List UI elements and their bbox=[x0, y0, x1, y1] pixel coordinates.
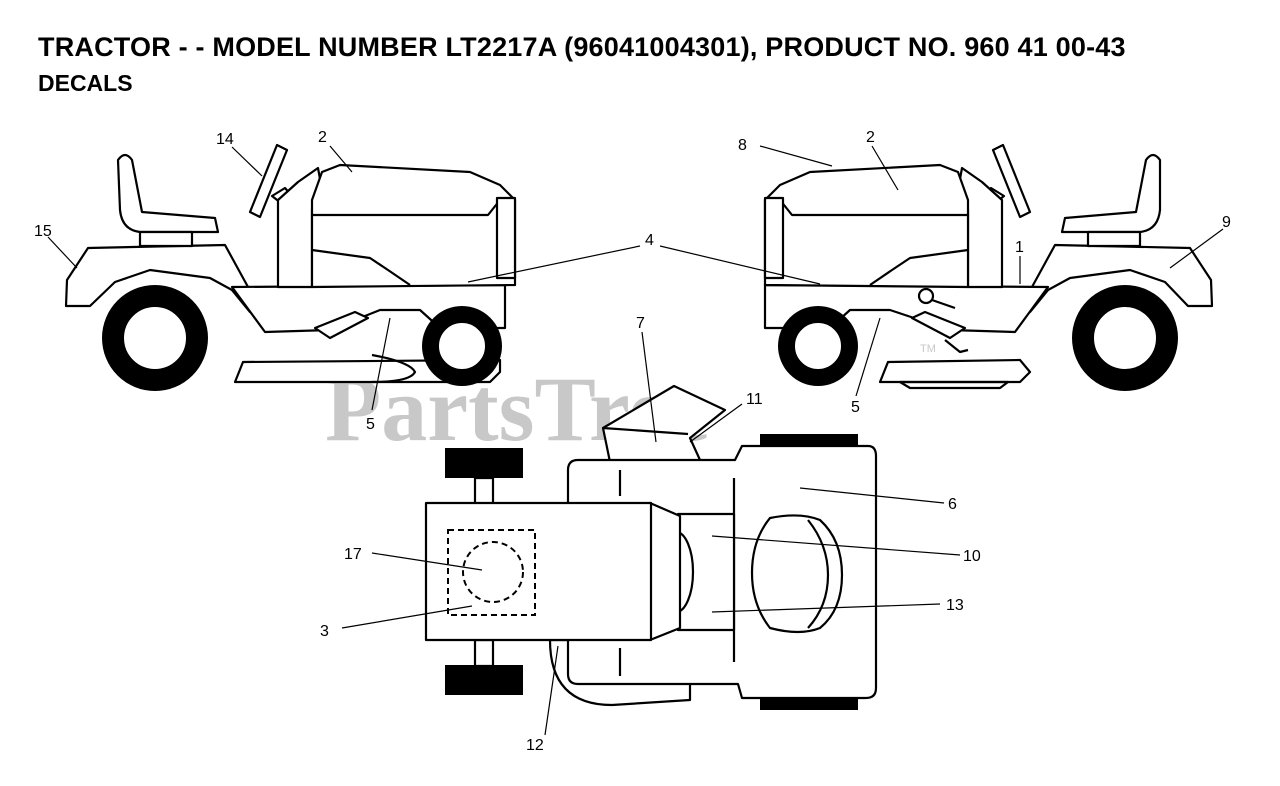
right-ignition-knob bbox=[917, 287, 935, 305]
callout-17: 17 bbox=[344, 546, 362, 563]
callout-5-left: 5 bbox=[366, 416, 375, 433]
top-front-tire-lower bbox=[445, 665, 523, 695]
left-steering-wheel bbox=[248, 143, 289, 219]
top-chute-edge bbox=[602, 426, 689, 436]
left-hood bbox=[310, 163, 517, 289]
callout-6: 6 bbox=[948, 496, 957, 513]
top-seat-back bbox=[807, 519, 830, 629]
tractor-right-side-view bbox=[763, 143, 1214, 391]
callout-2-left: 2 bbox=[318, 129, 327, 146]
callout-5-right: 5 bbox=[851, 399, 860, 416]
callout-9: 9 bbox=[1222, 214, 1231, 231]
top-fuel-cap-decal bbox=[462, 541, 524, 603]
top-hood-taper bbox=[648, 501, 682, 642]
top-hood bbox=[424, 501, 653, 642]
callout-labels: 2 14 15 4 5 5 8 2 1 9 7 11 6 10 13 17 3 … bbox=[34, 129, 1231, 754]
callout-12: 12 bbox=[526, 737, 544, 754]
left-hood-sideline bbox=[311, 248, 411, 286]
callout-2-right: 2 bbox=[866, 129, 875, 146]
tractor-left-side-view bbox=[64, 143, 517, 391]
top-axle-lower bbox=[473, 638, 495, 668]
left-seat-base bbox=[138, 230, 194, 248]
callout-10: 10 bbox=[963, 548, 981, 565]
callout-14: 14 bbox=[216, 131, 234, 148]
top-front-tire-upper bbox=[445, 448, 523, 478]
top-rear-tire-lower bbox=[760, 696, 858, 710]
callout-1: 1 bbox=[1015, 239, 1024, 256]
watermark-trademark: TM bbox=[920, 343, 936, 355]
left-grille bbox=[495, 196, 517, 280]
right-deck-linkage bbox=[944, 339, 969, 354]
top-decal-area bbox=[447, 529, 536, 616]
right-steering-wheel bbox=[991, 143, 1032, 219]
right-ignition-lever bbox=[931, 298, 956, 310]
callout-15: 15 bbox=[34, 223, 52, 240]
page-subtitle: DECALS bbox=[38, 70, 133, 96]
callout-8: 8 bbox=[738, 137, 747, 154]
right-hood-sideline bbox=[869, 248, 969, 286]
callout-13: 13 bbox=[946, 597, 964, 614]
right-hood bbox=[763, 163, 970, 289]
left-belt-loop bbox=[371, 353, 417, 384]
right-mower-deck bbox=[878, 358, 1032, 384]
right-seat-base bbox=[1086, 230, 1142, 248]
left-seat bbox=[116, 153, 220, 234]
right-seat bbox=[1060, 153, 1162, 234]
left-foot-pedal bbox=[313, 310, 370, 340]
callout-3: 3 bbox=[320, 623, 329, 640]
top-rear-tire-upper bbox=[760, 434, 858, 448]
callout-7: 7 bbox=[636, 315, 645, 332]
top-axle-upper bbox=[473, 476, 495, 506]
tractor-top-view bbox=[424, 384, 878, 710]
right-deck-lip bbox=[898, 380, 1010, 390]
right-foot-pedal bbox=[910, 310, 967, 340]
right-grille bbox=[763, 196, 785, 280]
leader-lines bbox=[47, 145, 1224, 736]
callout-4: 4 bbox=[645, 232, 654, 249]
page-title: TRACTOR - - MODEL NUMBER LT2217A (960410… bbox=[38, 32, 1126, 62]
callout-11: 11 bbox=[746, 391, 763, 408]
